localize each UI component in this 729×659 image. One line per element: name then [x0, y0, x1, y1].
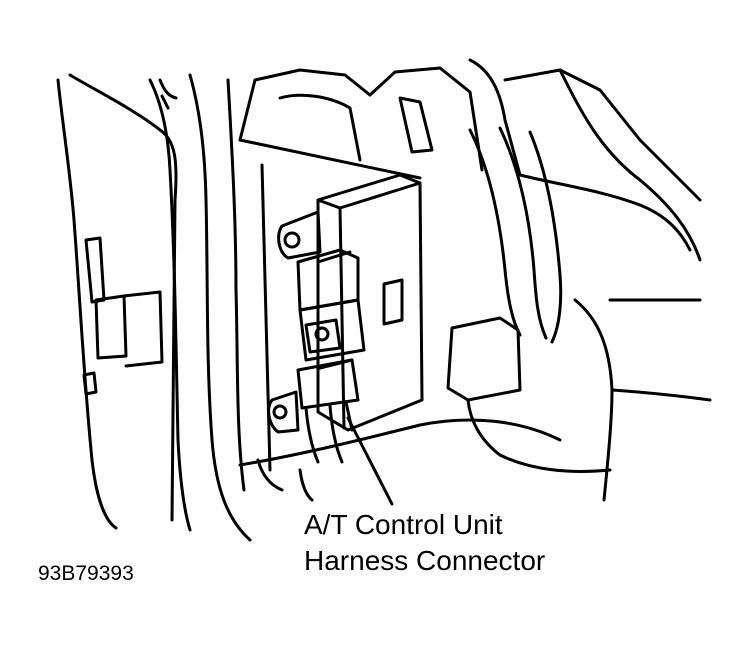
harness-connector: [296, 248, 366, 464]
callout-label-line2: Harness Connector: [304, 545, 546, 576]
control-unit: [260, 163, 424, 472]
figure-id: 93B79393: [38, 562, 134, 585]
dash-structure: [238, 58, 702, 262]
floor: [238, 418, 562, 502]
door-pillar: [56, 73, 252, 542]
hose: [468, 126, 563, 344]
callout-label-line1: A/T Control Unit: [304, 509, 503, 540]
pedal-bracket: [446, 298, 712, 502]
leader-line: [346, 416, 394, 506]
